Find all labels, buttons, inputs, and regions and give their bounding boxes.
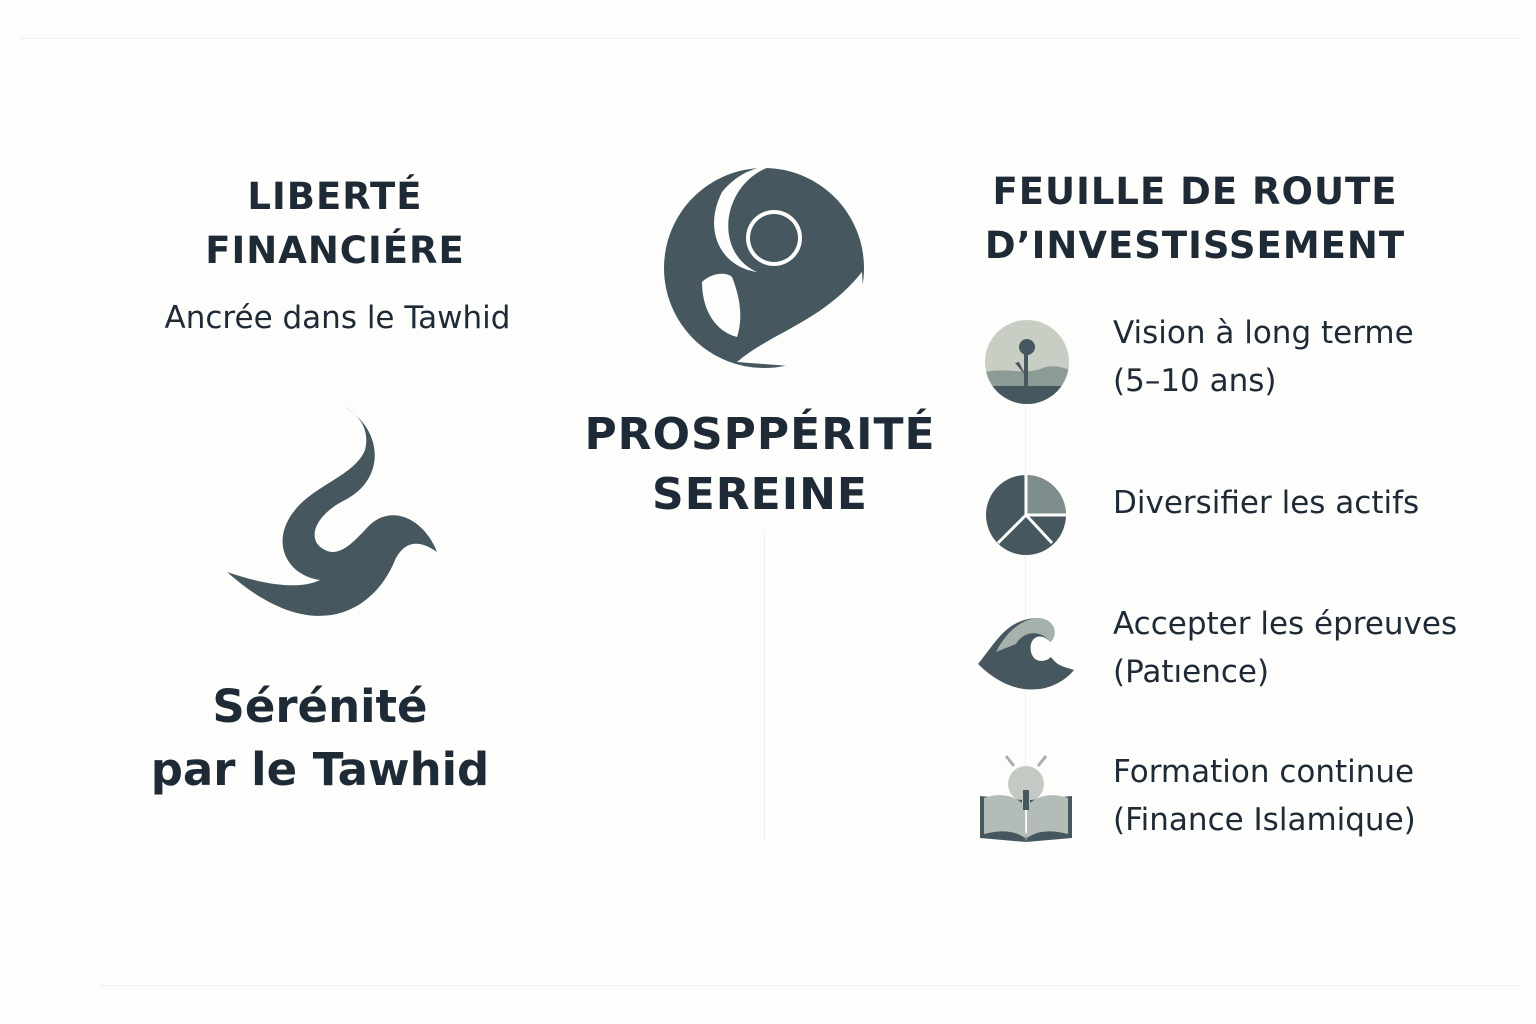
plant-horizon-icon bbox=[983, 318, 1071, 406]
roadmap-title-line1: FEUILLE DE ROUTE bbox=[992, 170, 1398, 213]
item-line2: (Finance Islamique) bbox=[1113, 802, 1416, 838]
serenity-line1: Sérénité bbox=[212, 680, 428, 733]
serenity-text: Sérénité par le Tawhid bbox=[120, 675, 520, 801]
book-lightbulb-icon bbox=[976, 752, 1076, 847]
bottom-divider bbox=[100, 985, 1520, 986]
roadmap-item-training: Formation continue (Finance Islamique) bbox=[1113, 748, 1416, 844]
top-divider bbox=[20, 38, 1520, 39]
wave-icon bbox=[976, 612, 1076, 700]
left-subtitle: Ancrée dans le Tawhid bbox=[164, 300, 511, 336]
prosperity-logo-icon bbox=[662, 162, 867, 372]
left-title-line1: LIBERTÉ bbox=[247, 175, 423, 218]
item-line1: Vision à long terme bbox=[1113, 315, 1414, 351]
roadmap-item-diversify: Diversifier les actifs bbox=[1113, 479, 1419, 527]
roadmap-title: FEUILLE DE ROUTE D’INVESTISSEMENT bbox=[960, 165, 1430, 273]
item-line1: Diversifier les actifs bbox=[1113, 485, 1420, 521]
serenity-line2: par le Tawhid bbox=[150, 743, 490, 796]
left-title-line2: FINANCIÉRE bbox=[205, 229, 465, 272]
center-divider bbox=[764, 530, 765, 840]
roadmap-item-vision: Vision à long terme (5–10 ans) bbox=[1113, 309, 1414, 405]
item-line1: Formation continue bbox=[1113, 754, 1415, 790]
pie-chart-icon bbox=[984, 473, 1068, 557]
item-line1: Accepter les épreuves bbox=[1113, 606, 1458, 642]
swirl-bird-icon bbox=[225, 400, 445, 640]
roadmap-item-trials: Accepter les épreuves (Patıence) bbox=[1113, 600, 1457, 696]
item-line2: (Patıence) bbox=[1113, 654, 1270, 690]
item-line2: (5–10 ans) bbox=[1113, 363, 1277, 399]
center-title: PROSPPÉRITÉ SEREINE bbox=[560, 405, 960, 525]
left-title: LIBERTÉ FINANCIÉRE bbox=[135, 170, 535, 278]
roadmap-title-line2: D’INVESTISSEMENT bbox=[984, 224, 1406, 267]
center-title-line2: SEREINE bbox=[652, 469, 868, 520]
center-title-line1: PROSPPÉRITÉ bbox=[584, 409, 936, 460]
